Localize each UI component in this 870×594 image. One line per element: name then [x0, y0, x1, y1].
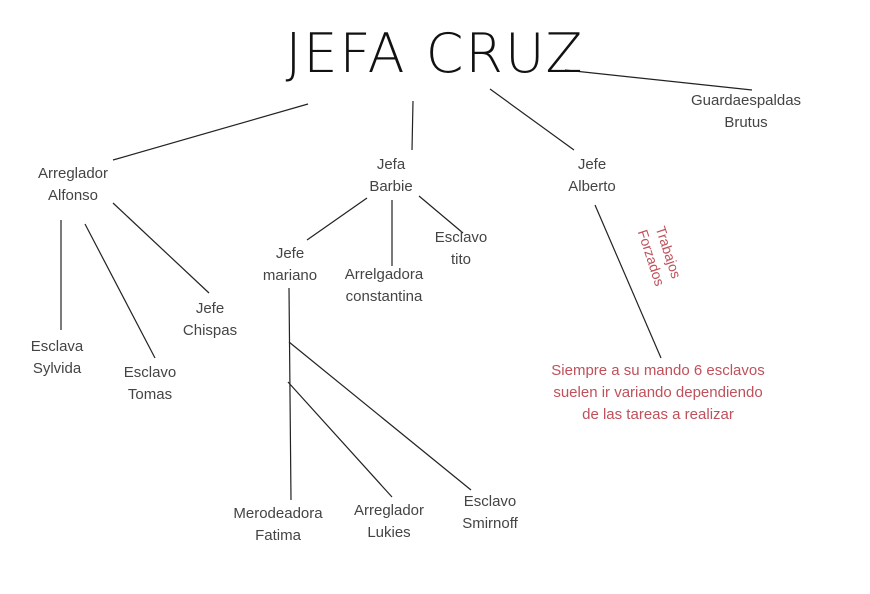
node-esclavo-tito: Esclavo tito — [435, 227, 488, 271]
node-role: Esclavo — [434, 229, 488, 246]
edge-cruz-barbie — [411, 100, 414, 151]
node-role: Arreglador — [37, 165, 109, 182]
edge-mariano-fatima — [288, 287, 292, 501]
node-role: Jefe — [577, 156, 607, 173]
node-role: Esclava — [30, 338, 84, 355]
edge-barbie-mariano — [306, 197, 368, 241]
node-name: Alberto — [568, 178, 616, 195]
node-jefe-mariano: Jefe mariano — [263, 243, 317, 287]
node-name: Barbie — [369, 178, 413, 195]
edge-cruz-alfonso — [112, 103, 309, 161]
edge-cruz-brutus — [564, 69, 753, 91]
node-arrelgadora-constantina: Arrelgadora constantina — [345, 264, 423, 308]
node-role: Esclavo — [123, 364, 177, 381]
edge-cruz-alberto — [489, 88, 575, 151]
annotation-line: de las tareas a realizar — [582, 406, 734, 423]
node-role: Merodeadora — [233, 505, 323, 522]
node-name: Smirnoff — [462, 515, 518, 532]
annotation-line: suelen ir variando dependiendo — [553, 384, 763, 401]
node-role: Jefe — [195, 300, 225, 317]
node-role: Guardaespaldas — [690, 92, 802, 109]
node-name: tito — [450, 251, 471, 268]
edge-barbie-tito — [418, 195, 464, 234]
node-name: Chispas — [182, 322, 238, 339]
node-role: Arreglador — [353, 502, 425, 519]
annotation-line: Siempre a su mando 6 esclavos — [551, 362, 765, 379]
edge-mariano-lukies — [287, 381, 393, 498]
node-role: Jefe — [275, 245, 305, 262]
node-name: Sylvida — [32, 360, 82, 377]
edge-mariano-smirnoff — [288, 341, 472, 491]
annotation-note: Siempre a su mando 6 esclavos suelen ir v… — [551, 360, 764, 426]
chart-title: JEFA CRUZ — [285, 22, 585, 85]
node-name: constantina — [345, 288, 423, 305]
node-name: Lukies — [367, 524, 411, 541]
node-name: Alfonso — [47, 187, 99, 204]
edge-alfonso-tomas — [84, 223, 156, 359]
edge-alfonso-chispas — [112, 202, 210, 294]
node-name: Tomas — [127, 386, 173, 403]
edge-alberto-note — [594, 204, 662, 359]
node-role: Arrelgadora — [344, 266, 424, 283]
node-name: Fatima — [255, 527, 301, 544]
node-name: mariano — [262, 267, 318, 284]
node-role: Esclavo — [463, 493, 517, 510]
node-role: Jefa — [376, 156, 406, 173]
node-name: Brutus — [724, 114, 768, 131]
